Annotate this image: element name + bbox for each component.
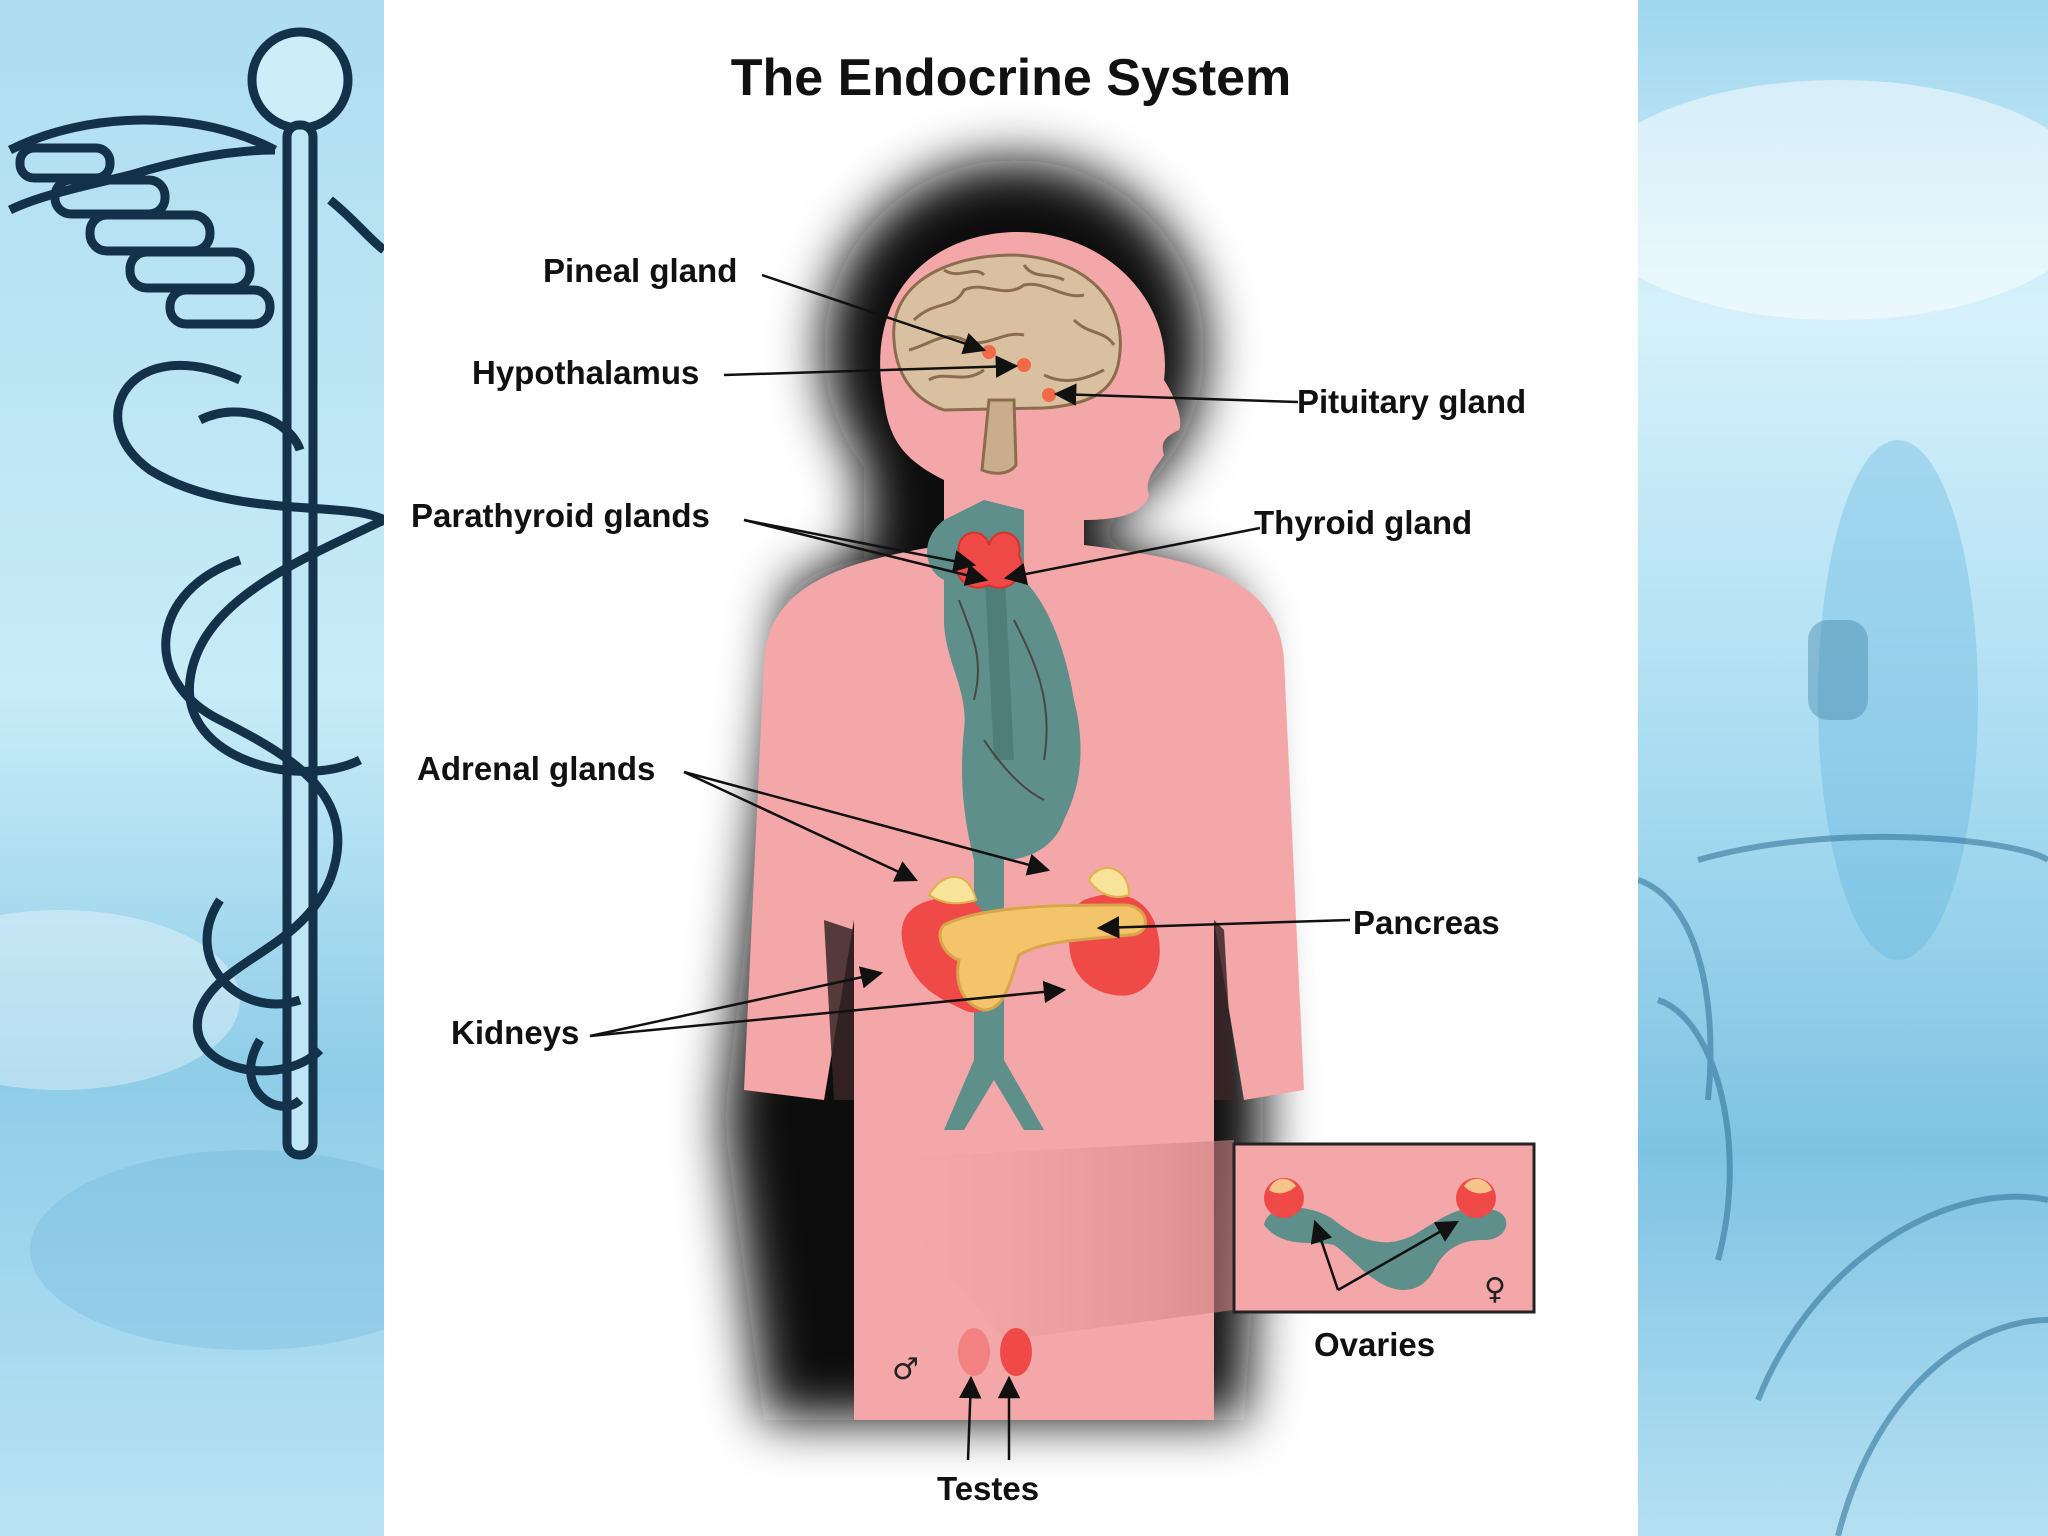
hypothalamus-dot [1017,358,1031,372]
pancreas [938,903,1147,1012]
blood-vessels [927,500,1081,1130]
label-hypothalamus: Hypothalamus [472,354,700,391]
male-symbol-icon: ♂ [892,1352,919,1387]
pituitary-dot [1042,388,1056,402]
label-thyroid-gland: Thyroid gland [1254,504,1473,541]
right-background [1638,0,2048,1536]
female-symbol-icon: ♀ [1484,1272,1506,1307]
label-pituitary-gland: Pituitary gland [1297,383,1527,420]
pineal-dot [982,345,996,359]
label-pancreas: Pancreas [1353,904,1500,941]
caduceus-icon [0,27,384,1350]
label-ovaries: Ovaries [1314,1326,1436,1363]
testes [954,1310,1032,1380]
endocrine-diagram [589,160,1536,1461]
label-pineal-gland: Pineal gland [543,252,738,289]
lab-glassware-decoration [1638,80,2048,1536]
leader-lines [589,273,1459,1461]
left-background [0,0,384,1536]
label-kidneys: Kidneys [451,1014,580,1051]
brain [892,253,1122,475]
label-parathyroid-glands: Parathyroid glands [411,497,710,534]
label-testes: Testes [937,1470,1040,1507]
label-adrenal-glands: Adrenal glands [417,750,656,787]
diagram-panel: The Endocrine System [384,0,1638,1536]
magnification-wedge [854,1140,1234,1340]
diagram-title: The Endocrine System [730,49,1292,107]
